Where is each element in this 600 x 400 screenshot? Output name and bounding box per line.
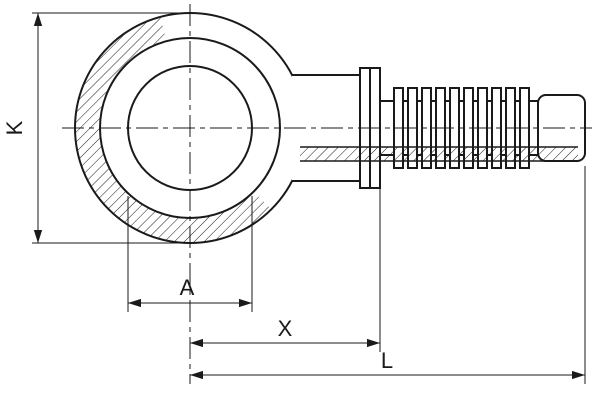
dimension-label-k: K xyxy=(2,120,27,135)
dimension-k: K xyxy=(2,12,190,244)
dimension-label-a: A xyxy=(180,275,195,300)
dimension-x: X xyxy=(190,100,381,352)
dimension-label-x: X xyxy=(278,316,293,341)
dimension-label-l: L xyxy=(381,348,393,373)
dimension-l: L xyxy=(190,166,586,384)
bore-section-hatch-band xyxy=(300,147,578,161)
dimension-a: A xyxy=(127,196,253,312)
centerlines xyxy=(62,4,592,384)
